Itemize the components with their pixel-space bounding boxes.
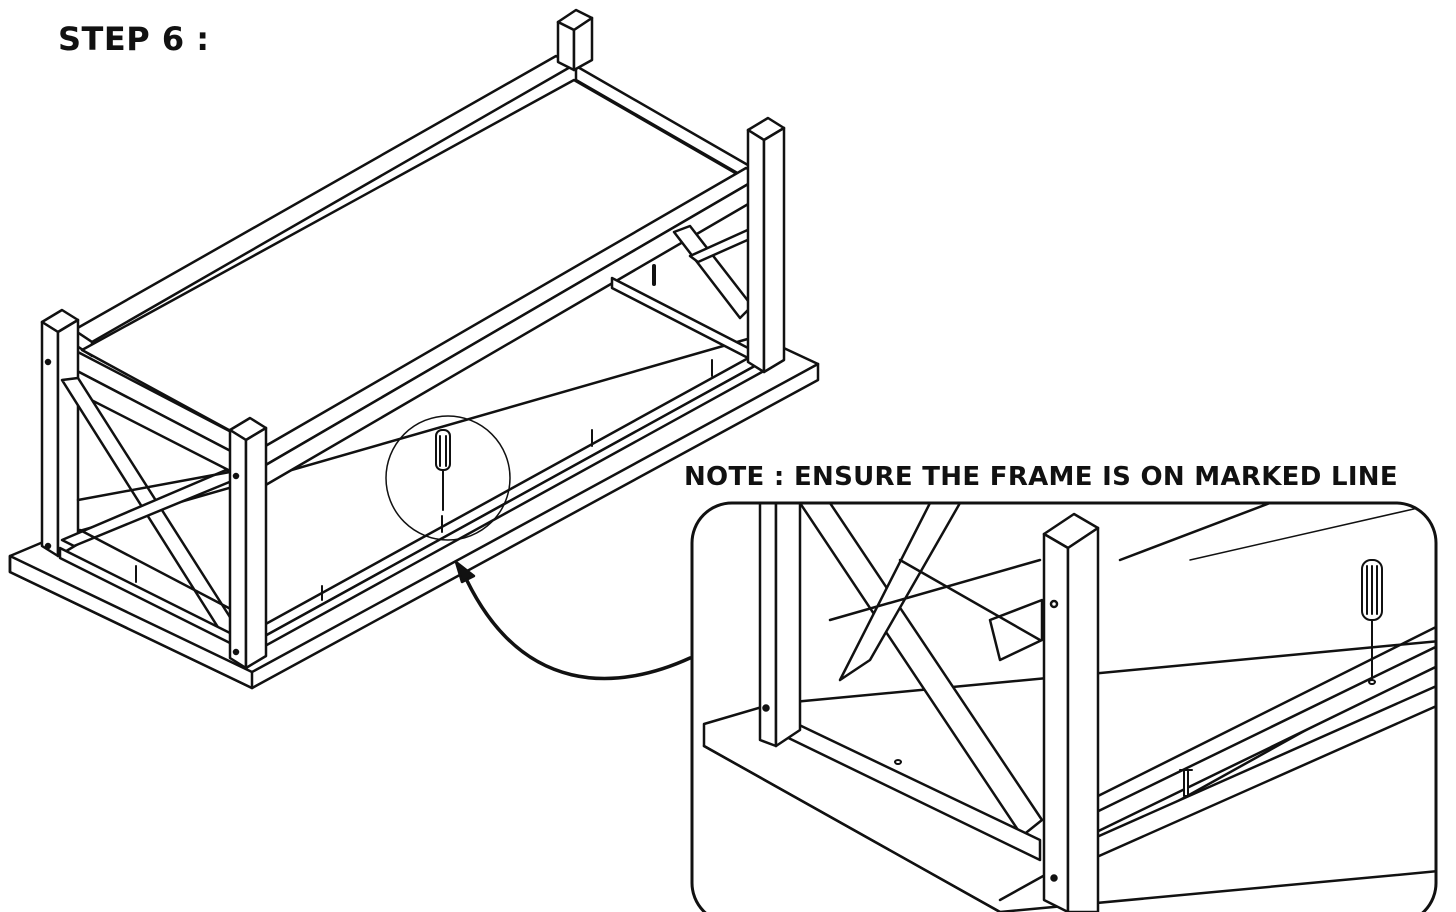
screwdriver-icon: [435, 429, 451, 511]
note-text: NOTE : ENSURE THE FRAME IS ON MARKED LIN…: [684, 462, 1398, 492]
detail-inset: [690, 501, 1438, 912]
back-left-post: [40, 308, 80, 558]
bench-assembly: [8, 8, 820, 690]
inset-frame: [690, 501, 1438, 912]
curved-arrow-icon: [454, 560, 692, 681]
screwdriver-icon: [1361, 559, 1383, 681]
inset-bottom-rail: [770, 618, 1436, 862]
screw-icon: [135, 264, 713, 601]
inset-left-post: [758, 503, 802, 748]
screw-icon: [894, 679, 1376, 797]
inset-x-brace: [798, 503, 1044, 838]
front-right-post: [746, 116, 786, 374]
step-title: STEP 6 :: [58, 20, 210, 58]
back-right-post: [556, 8, 594, 72]
magnifier-circle-icon: [385, 415, 511, 541]
front-left-post: [228, 416, 268, 670]
inset-right-post: [1042, 512, 1100, 912]
right-x-brace: [610, 224, 754, 362]
